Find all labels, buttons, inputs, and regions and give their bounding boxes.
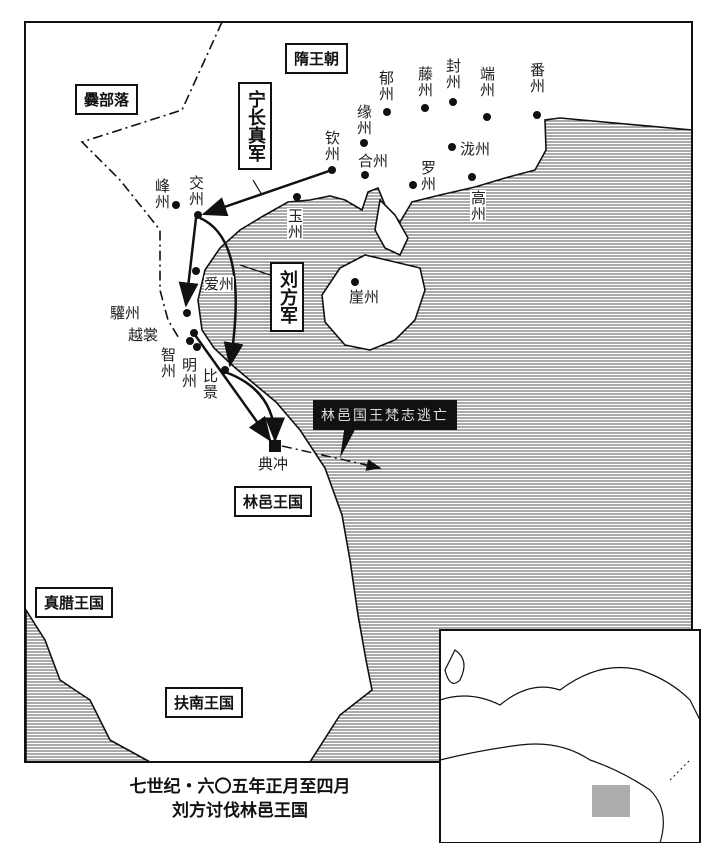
- liu-callout: [239, 264, 271, 276]
- flee-callout: [340, 424, 358, 458]
- army-liu-label: 刘方军: [270, 262, 304, 332]
- army-ning-label: 宁长真军: [238, 82, 272, 170]
- place-fengzhou: 峰州: [153, 178, 171, 210]
- place-long: 泷州: [460, 140, 491, 158]
- place-yueshang: 越裳: [128, 326, 159, 344]
- ning-callout: [252, 179, 263, 196]
- leizhou-peninsula: [374, 198, 409, 257]
- liu-army-route-3: [193, 334, 272, 443]
- place-feng: 封州: [444, 58, 462, 90]
- liu-army-route-1: [178, 217, 199, 308]
- place-gao: 高州: [469, 190, 487, 222]
- place-luo: 罗州: [419, 160, 437, 192]
- region-funan: 扶南王国: [165, 687, 244, 718]
- liu-army-route-4: [224, 370, 285, 443]
- region-linyi: 林邑王国: [234, 486, 313, 517]
- place-duan: 端州: [478, 66, 496, 98]
- border-line: [80, 21, 223, 341]
- map-frame: [24, 21, 693, 763]
- place-jiao: 交州: [187, 175, 205, 207]
- place-yuan: 缘州: [355, 104, 373, 136]
- place-zhi: 智州: [159, 347, 177, 379]
- flee-label: 林邑国王梵志逃亡: [313, 400, 457, 430]
- ning-army-route: [201, 168, 333, 217]
- place-dianchong: 典冲: [258, 455, 289, 473]
- city-dots: [172, 98, 541, 452]
- region-zhenla: 真腊王国: [35, 587, 114, 618]
- inset-map: [439, 629, 701, 843]
- region-cuan: 爨部落: [75, 84, 139, 115]
- place-ai: 爱州: [204, 275, 235, 293]
- caption-line1: 七世纪・六〇五年正月至四月: [129, 777, 351, 797]
- place-fan: 番州: [528, 62, 546, 94]
- region-sui: 隋王朝: [285, 43, 349, 74]
- place-yuzhou: 玉州: [286, 208, 304, 240]
- caption-line2: 刘方讨伐林邑王国: [172, 801, 308, 821]
- sea: [197, 117, 693, 763]
- sea-gulf: [25, 607, 151, 763]
- place-bijing: 比景: [201, 368, 219, 400]
- flee-route: [281, 445, 382, 471]
- liu-army-route-2: [199, 216, 244, 368]
- place-teng: 藤州: [416, 66, 434, 98]
- place-qin: 钦州: [323, 130, 341, 162]
- place-he: 合州: [358, 152, 389, 170]
- place-ya: 崖州: [349, 288, 380, 306]
- place-huan: 驩州: [110, 304, 141, 322]
- place-ming: 明州: [180, 357, 198, 389]
- place-yu: 郁州: [377, 70, 395, 102]
